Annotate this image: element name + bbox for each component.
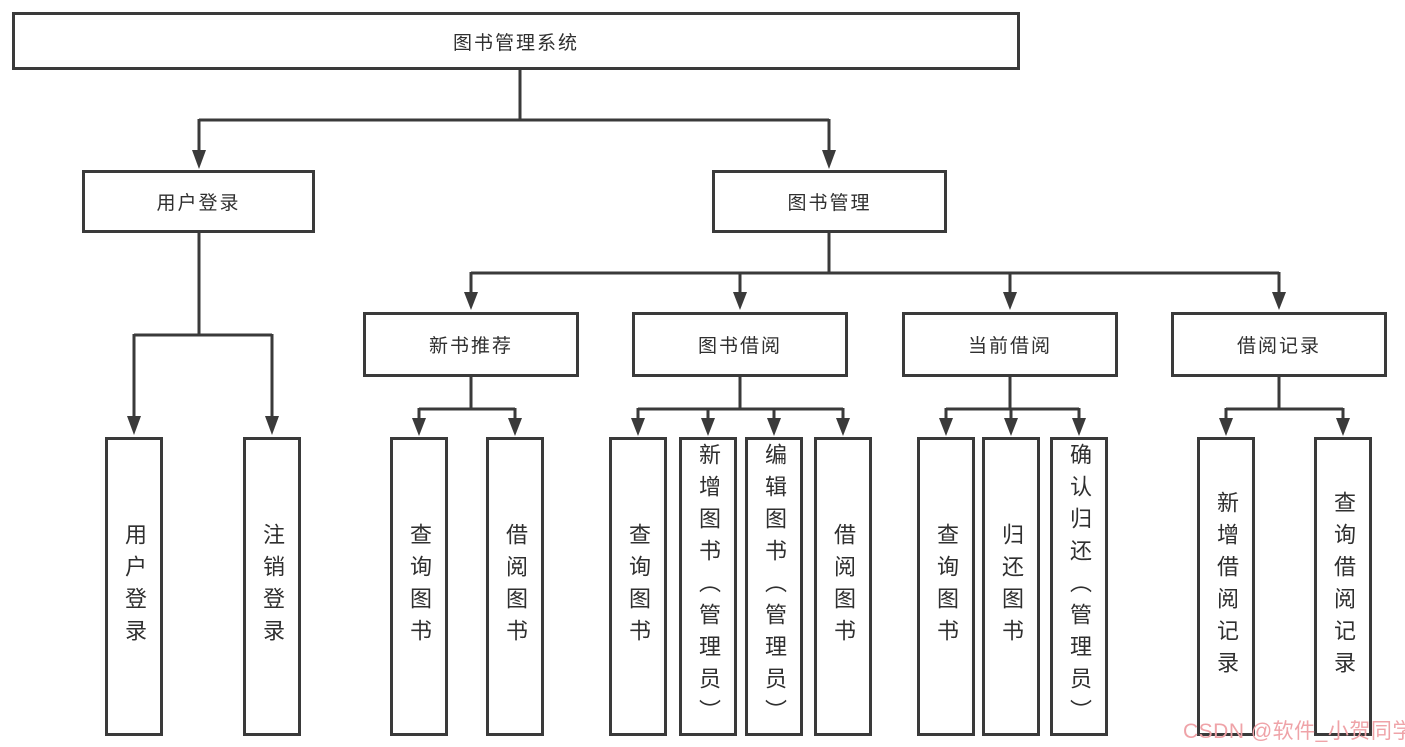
leaf-add-book-admin: 新增图书（管理员） [679,437,737,736]
leaf-logout: 注销登录 [243,437,301,736]
leaf-confirm-return-admin: 确认归还（管理员） [1050,437,1108,736]
connector-root-to-level2 [192,70,836,169]
connector-book-borrow-to-leaves [631,377,850,436]
leaf-user-login: 用户登录 [105,437,163,736]
connector-borrow-record-to-leaves [1219,377,1350,436]
connector-current-borrow-to-leaves [939,377,1086,436]
node-user-login: 用户登录 [82,170,315,233]
connector-user-login-to-leaves [127,233,279,435]
connector-new-book-rec-to-leaves [412,377,522,436]
node-root: 图书管理系统 [12,12,1020,70]
leaf-query-borrow-record: 查询借阅记录 [1314,437,1372,736]
connector-book-mgmt-to-level3 [464,233,1286,310]
leaf-borrow-book: 借阅图书 [814,437,872,736]
leaf-newrec-borrow-book: 借阅图书 [486,437,544,736]
node-borrow-record: 借阅记录 [1171,312,1387,377]
leaf-add-borrow-record: 新增借阅记录 [1197,437,1255,736]
leaf-edit-book-admin: 编辑图书（管理员） [745,437,803,736]
leaf-newrec-query-book: 查询图书 [390,437,448,736]
node-book-mgmt: 图书管理 [712,170,947,233]
leaf-return-book: 归还图书 [982,437,1040,736]
node-new-book-rec: 新书推荐 [363,312,579,377]
node-book-borrow: 图书借阅 [632,312,848,377]
csdn-watermark: CSDN @软件_小贺同学 [1183,720,1405,743]
leaf-borrow-query-book: 查询图书 [609,437,667,736]
node-current-borrow: 当前借阅 [902,312,1118,377]
leaf-current-query-book: 查询图书 [917,437,975,736]
